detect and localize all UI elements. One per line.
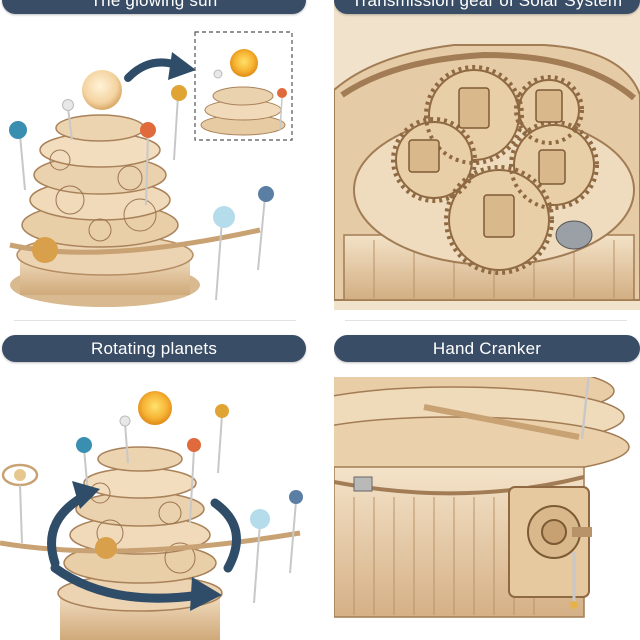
panel-glowing-sun: The glowing sun: [0, 0, 310, 310]
rotate-arrow-right: [210, 498, 241, 573]
divider-horizontal-right: [345, 320, 627, 321]
photo-hand-cranker: [334, 377, 640, 640]
panel-transmission-gear: Transmission gear of Solar System: [334, 0, 640, 310]
panel-title-hand-cranker: Hand Cranker: [334, 335, 640, 362]
photo-orrery-rotating: [0, 363, 310, 640]
panel-title-rotating-planets: Rotating planets: [2, 335, 306, 362]
rotate-arrow-bottom: [50, 563, 205, 603]
panel-hand-cranker: Hand Cranker: [334, 333, 640, 640]
panel-title-transmission-gear: Transmission gear of Solar System: [334, 0, 640, 14]
photo-transmission-gears: [334, 0, 640, 310]
panel-rotating-planets: Rotating planets: [0, 333, 310, 640]
divider-horizontal-left: [14, 320, 296, 321]
photo-orrery-with-sun: [0, 0, 310, 310]
panel-title-glowing-sun: The glowing sun: [2, 0, 306, 14]
